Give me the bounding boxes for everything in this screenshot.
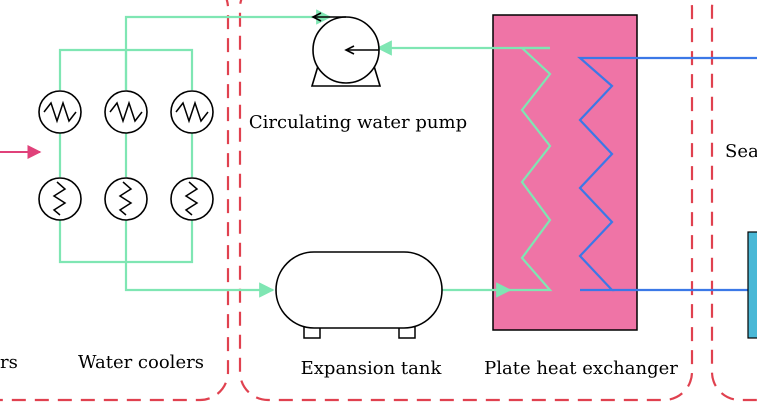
label-plate-heat-exchanger: Plate heat exchanger [484,358,678,379]
boundary-seawater [710,0,757,402]
boundary-coolers [0,0,230,402]
cooler-unit-top-3 [170,90,214,134]
label-expansion-tank: Expansion tank [301,358,443,379]
fresh-water-piping [58,9,553,298]
boundary-circulation [238,0,694,402]
label-water-coolers: Water coolers [78,352,204,373]
label-coolers-partial: rs [0,352,18,373]
label-seawater-partial: Sea [725,141,757,162]
seawater-piping [577,56,757,292]
expansion-tank-icon [275,251,443,339]
plate-heat-exchanger [492,14,638,331]
cooler-unit-bottom-1 [38,177,82,221]
cooler-unit-top-2 [104,90,148,134]
cooler-unit-top-1 [38,90,82,134]
label-circulating-water-pump: Circulating water pump [249,112,467,133]
seawater-tank-block [747,231,757,339]
cooler-unit-bottom-2 [104,177,148,221]
cooler-unit-bottom-3 [170,177,214,221]
pump-icon [310,12,382,87]
